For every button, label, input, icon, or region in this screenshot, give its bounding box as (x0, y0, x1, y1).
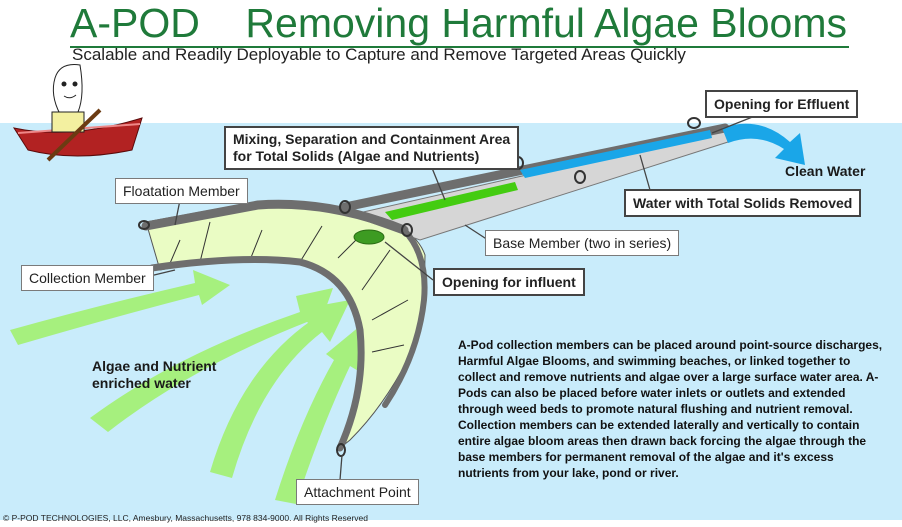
label-floatation-member: Floatation Member (115, 178, 248, 204)
label-mixing-line2: for Total Solids (Algae and Nutrients) (233, 148, 480, 164)
algae-flow-arrow-2 (90, 288, 333, 432)
person-icon (52, 64, 83, 115)
algae-flow-arrow-1 (10, 270, 230, 345)
algae-flow-arrow-3 (210, 300, 350, 478)
label-algae-water: Algae and Nutrient enriched water (92, 358, 216, 392)
callout-lines (149, 113, 761, 481)
label-base-member: Base Member (two in series) (485, 230, 680, 256)
clean-water-arrow (722, 123, 805, 165)
label-algae-line1: Algae and Nutrient (92, 358, 217, 374)
collection-member-lip (148, 256, 365, 452)
label-opening-influent: Opening for influent (433, 268, 585, 296)
algae-flow-arrow-4 (275, 326, 360, 504)
page-title: A-POD Removing Harmful Algae Blooms (70, 0, 849, 48)
filtered-water-stripe (520, 130, 712, 178)
influent-opening (353, 229, 385, 245)
label-opening-effluent: Opening for Effluent (705, 90, 859, 118)
label-mixing-area: Mixing, Separation and Containment Area … (224, 126, 520, 170)
label-algae-line2: enriched water (92, 375, 191, 391)
label-mixing-line1: Mixing, Separation and Containment Area (233, 131, 511, 147)
description-text: A-Pod collection members can be placed a… (458, 338, 883, 480)
boat-illustration (12, 64, 143, 162)
label-clean-water: Clean Water (785, 163, 866, 179)
label-attachment-point: Attachment Point (296, 479, 419, 505)
label-water-removed: Water with Total Solids Removed (624, 189, 862, 217)
collection-member-outer (382, 227, 428, 408)
label-collection-member: Collection Member (21, 265, 154, 291)
crease-lines (167, 221, 409, 353)
copyright-footer: © P-POD TECHNOLOGIES, LLC, Amesbury, Mas… (3, 513, 368, 523)
mixing-area-strip (385, 182, 518, 220)
oar-icon (46, 108, 102, 162)
page-subtitle: Scalable and Readily Deployable to Captu… (72, 45, 686, 64)
